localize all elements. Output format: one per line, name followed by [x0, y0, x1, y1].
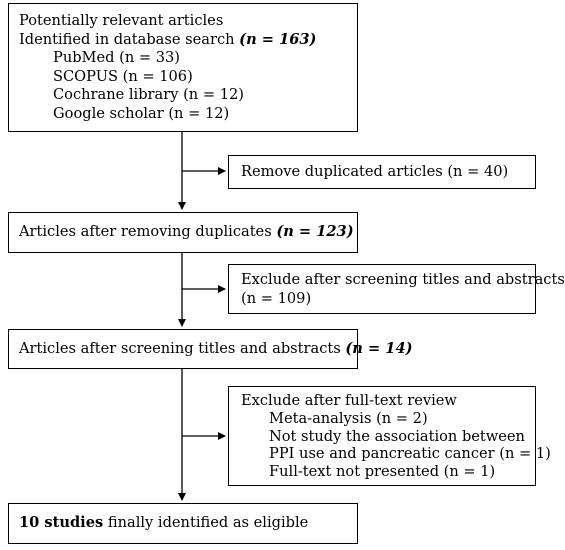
remove-duplicates-count: (n = 40): [447, 163, 509, 180]
after-duplicates-text: Articles after removing duplicates: [19, 223, 277, 240]
after-screening-count: (n = 14): [345, 340, 413, 357]
eligible-count: 10 studies: [19, 514, 104, 531]
source-scopus: SCOPUS (n = 106): [53, 67, 193, 85]
after-screening-text: Articles after screening titles and abst…: [19, 340, 346, 357]
source-pubmed: PubMed (n = 33): [53, 49, 180, 67]
identification-title: Potentially relevant articles: [19, 12, 224, 29]
exclude-screening-text: Exclude after screening titles and abstr…: [241, 271, 565, 288]
exclude-not-study-line2: PPI use and pancreatic cancer (n = 1): [269, 445, 551, 463]
eligible-text: finally identified as eligible: [103, 514, 309, 531]
exclude-not-study-line1: Not study the association between: [269, 427, 525, 445]
remove-duplicates-box: Remove duplicated articles (n = 40): [228, 155, 536, 189]
flow-connectors: [178, 132, 226, 501]
exclude-fulltext-not-presented: Full-text not presented (n = 1): [269, 463, 496, 481]
identification-box: Potentially relevant articles Identified…: [8, 3, 358, 132]
remove-duplicates-text: Remove duplicated articles: [241, 163, 443, 180]
eligible-box: 10 studies finally identified as eligibl…: [8, 503, 358, 544]
exclude-fulltext-title: Exclude after full-text review: [241, 392, 457, 409]
after-screening-box: Articles after screening titles and abst…: [8, 329, 413, 369]
after-duplicates-box: Articles after removing duplicates (n = …: [8, 212, 358, 253]
source-cochrane: Cochrane library (n = 12): [53, 86, 244, 104]
after-duplicates-count: (n = 123): [276, 223, 354, 240]
identification-total: Identified in database search (n = 163): [19, 30, 317, 48]
exclude-fulltext-box: Exclude after full-text review Meta-anal…: [228, 386, 551, 486]
exclude-screening-count: (n = 109): [241, 289, 312, 307]
source-google-scholar: Google scholar (n = 12): [53, 104, 230, 122]
exclude-meta-analysis: Meta-analysis (n = 2): [269, 409, 428, 427]
exclude-screening-box: Exclude after screening titles and abstr…: [228, 264, 565, 314]
